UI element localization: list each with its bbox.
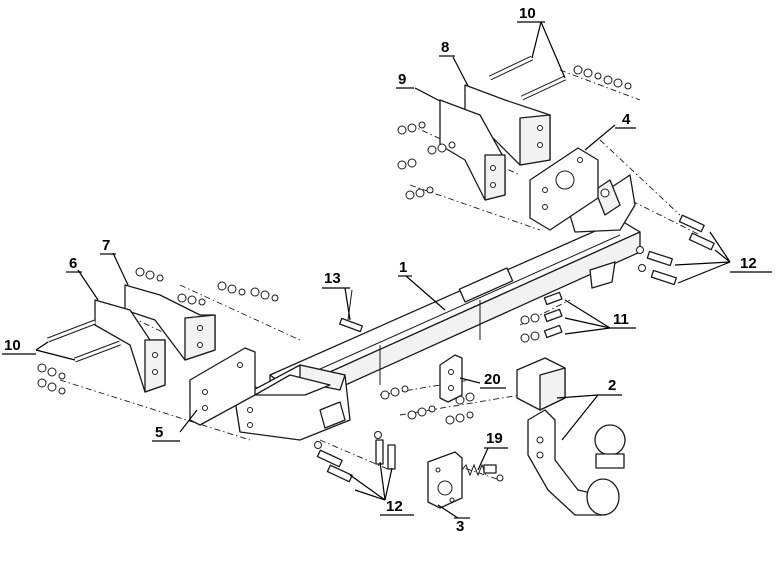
callout-6: 6 (69, 255, 77, 272)
callout-8: 8 (441, 39, 449, 56)
callout-10-top: 10 (519, 5, 536, 22)
bolt-part-13 (338, 289, 364, 333)
spring-bolt-part-19 (461, 463, 504, 482)
plate-part-4 (529, 147, 599, 231)
right-side-bracket-on-bar (569, 174, 636, 289)
callout-12-right: 12 (740, 255, 757, 272)
callout-7: 7 (102, 237, 110, 254)
callout-5: 5 (155, 424, 163, 441)
callout-9: 9 (398, 71, 406, 88)
clip-part-20 (439, 354, 463, 403)
bolts-near-part-20 (380, 385, 475, 425)
callout-19: 19 (486, 430, 503, 447)
bolts-part-12-bottom (314, 431, 396, 483)
bracket-part-7 (124, 284, 216, 361)
callout-20: 20 (484, 371, 501, 388)
callout-13: 13 (324, 270, 341, 287)
callout-11: 11 (613, 311, 629, 328)
nut-washer-clusters (37, 65, 632, 395)
callout-1: 1 (399, 259, 407, 276)
callout-12-bottom: 12 (386, 498, 403, 515)
left-side-bracket-on-bar (234, 364, 351, 441)
socket-plate-part-3 (427, 451, 463, 509)
bolts-part-10-top (488, 55, 567, 101)
leader-lines (35, 21, 731, 519)
bolts-part-12-right (636, 214, 715, 286)
bracket-part-8 (464, 84, 551, 166)
callout-4: 4 (622, 111, 631, 128)
bracket-part-6 (94, 299, 166, 393)
bolts-part-11 (520, 291, 563, 343)
bolts-part-10-left (47, 319, 121, 363)
callout-2: 2 (608, 377, 616, 394)
bracket-part-9 (439, 99, 506, 201)
callout-3: 3 (456, 518, 464, 535)
callout-labels: 1 2 3 4 5 6 7 8 9 10 10 11 12 12 13 19 2… (2, 5, 772, 535)
callout-10-left: 10 (4, 337, 21, 354)
